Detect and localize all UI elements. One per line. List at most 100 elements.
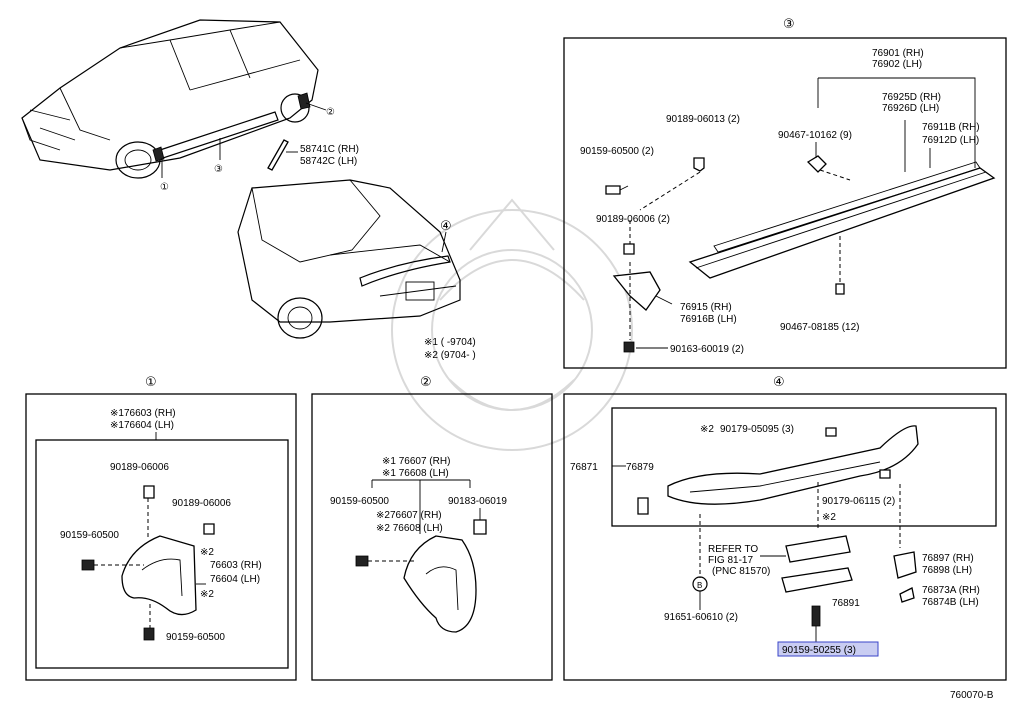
panel-3-box [563, 37, 1007, 369]
car-front-view [21, 19, 327, 179]
label-76926d: 76926D (LH) [882, 103, 939, 114]
label-76898: 76898 (LH) [922, 565, 972, 576]
section-1-marker: ① [145, 374, 157, 389]
ref-line-3: (PNC 81570) [712, 566, 770, 577]
spoiler-76871 [667, 425, 919, 505]
ref-line-1: REFER TO [708, 544, 758, 555]
clip-90467-10162 [806, 155, 827, 173]
clip-90189-06006-a [143, 485, 155, 499]
label-76902: 76902 (LH) [872, 59, 922, 70]
section-4-marker: ④ [773, 374, 785, 389]
label-76604: 76604 (LH) [210, 574, 260, 585]
label-90189-06006-a: 90189-06006 [110, 462, 169, 473]
screw-90159-60500 [605, 185, 621, 195]
stop-lamp-81570 [785, 535, 851, 563]
label-90179-05095: 90179-05095 (3) [720, 424, 794, 435]
rivet-90467-08185 [835, 283, 845, 295]
ref-line-2: FIG 81-17 [708, 555, 753, 566]
panel-1-inner-box [35, 439, 289, 669]
label-58741c: 58741C (RH) [300, 144, 359, 155]
callout-3: ③ [214, 164, 223, 175]
label-90467-08185: 90467-08185 (12) [780, 322, 860, 333]
label-76897: 76897 (RH) [922, 553, 974, 564]
label-58742c: 58742C (LH) [300, 156, 357, 167]
label-90183-06019: 90183-06019 [448, 496, 507, 507]
bracket-76915 [612, 271, 661, 311]
label-90159-60500-c: 90159-60500 [330, 496, 389, 507]
label-90163-60019: 90163-60019 (2) [670, 344, 744, 355]
label-90159-60500: 90159-60500 (2) [580, 146, 654, 157]
panel-2-rear-mudguard [355, 479, 487, 633]
section-2-marker: ② [420, 374, 432, 389]
panel-4-rear-spoiler [612, 425, 919, 642]
mudguard-76603 [121, 535, 197, 616]
label-90179-06115: 90179-06115 (2) [822, 496, 895, 507]
label-76874b: 76874B (LH) [922, 597, 979, 608]
callout-4: ④ [440, 218, 452, 233]
pad-76873a [899, 587, 915, 603]
label-90189-06013: 90189-06013 (2) [666, 114, 740, 125]
callout-2: ② [326, 107, 335, 118]
screw-90159-60500-b [143, 627, 155, 641]
note-1: ※1 ( -9704) [424, 337, 476, 348]
label-76603: 76603 (RH) [210, 560, 262, 571]
label-90159-60500-b: 90159-60500 [166, 632, 225, 643]
label-276608: ※2 76608 (LH) [376, 523, 443, 534]
clip-90179-06115 [879, 469, 891, 479]
overview-car-illustrations: ① ③ ② 58741C (RH) 58742C (LH) ④ ※1 ( -97… [21, 19, 476, 361]
label-x2-spoiler: ※2 [700, 424, 714, 435]
section-3-marker: ③ [783, 16, 795, 31]
panel-1-front-mudguard [81, 432, 215, 641]
clip-90183-06019 [473, 519, 487, 535]
label-76911b: 76911B (RH) [922, 122, 980, 133]
label-276607: ※276607 (RH) [376, 510, 442, 521]
label-76891: 76891 [832, 598, 860, 609]
label-90159-50255[interactable]: 90159-50255 (3) [782, 645, 856, 656]
panel-1-box [25, 393, 297, 681]
mudguard-76607 [403, 535, 477, 633]
panel-2-box [311, 393, 553, 681]
label-90189-06006: 90189-06006 (2) [596, 214, 670, 225]
clip-90189-06006-b [203, 523, 215, 535]
label-176604: ※176604 (LH) [110, 420, 174, 431]
screw-90159-60500-c [355, 555, 369, 567]
label-x2-b4: ※2 [822, 512, 836, 523]
label-76915: 76915 (RH) [680, 302, 732, 313]
label-x2-a: ※2 [200, 547, 214, 558]
label-76879: 76879 [626, 462, 654, 473]
label-176607: ※1 76607 (RH) [382, 456, 450, 467]
label-76916b: 76916B (LH) [680, 314, 737, 325]
trim-58741c [267, 139, 289, 171]
highlighted-part-90159-50255[interactable]: 90159-50255 (3) [777, 641, 879, 657]
bolt-90163-60019 [623, 341, 635, 353]
label-76873a: 76873A (RH) [922, 585, 980, 596]
label-90467-10162: 90467-10162 (9) [778, 130, 852, 141]
panel-4-inner-box [611, 407, 997, 527]
cap-76879 [637, 497, 649, 515]
label-90159-60500-a: 90159-60500 [60, 530, 119, 541]
clip-90179-05095 [825, 427, 837, 437]
callout-1: ① [160, 182, 169, 193]
label-x2-b: ※2 [200, 589, 214, 600]
car-rear-view [237, 179, 461, 339]
clip-90189-06006 [623, 243, 635, 255]
label-176603: ※176603 (RH) [110, 408, 176, 419]
label-76871: 76871 [570, 462, 598, 473]
bracket-76891 [781, 567, 853, 593]
label-91651-60610: 91651-60610 (2) [664, 612, 738, 623]
panel-4-box [563, 393, 1007, 681]
screw-90159-60500-a [81, 559, 95, 571]
label-90189-06006-b: 90189-06006 [172, 498, 231, 509]
clip-90189-06013 [693, 157, 705, 172]
note-2: ※2 (9704- ) [424, 350, 476, 361]
diagram-id: 760070-B [950, 690, 994, 701]
screw-90159-50255 [811, 605, 821, 627]
label-76925d: 76925D (RH) [882, 92, 941, 103]
circle-b-letter: B [697, 581, 702, 590]
watermark-emblem [391, 198, 633, 451]
label-176608: ※1 76608 (LH) [382, 468, 449, 479]
bracket-76897 [893, 551, 917, 579]
label-76901: 76901 (RH) [872, 48, 924, 59]
panel-3-rocker-moulding [605, 77, 996, 353]
